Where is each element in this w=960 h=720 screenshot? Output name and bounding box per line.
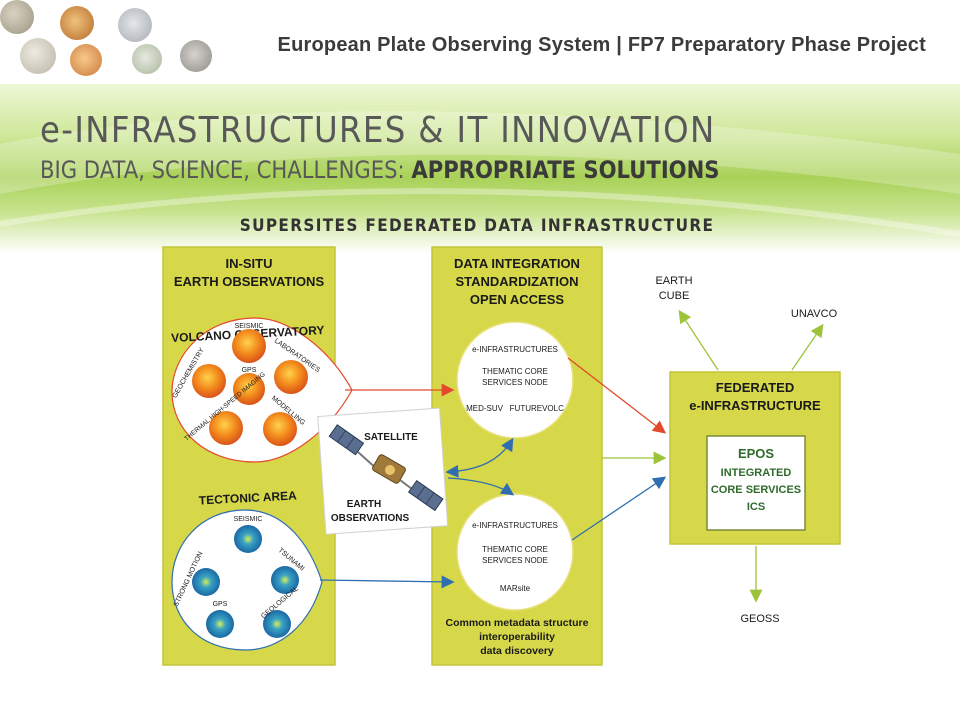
tectonic-gps-node bbox=[206, 610, 234, 638]
integration-footer-line2: interoperability bbox=[479, 631, 555, 643]
federated-heading-line1: FEDERATED bbox=[716, 380, 794, 395]
integration-heading-line2: STANDARDIZATION bbox=[455, 274, 578, 289]
header-photo-thumbnail bbox=[0, 0, 34, 34]
gps-node bbox=[233, 373, 265, 405]
banner-swoosh bbox=[0, 111, 960, 237]
header-bar: European Plate Observing System | FP7 Pr… bbox=[0, 0, 960, 84]
ics-to-unavco-arrow bbox=[791, 323, 824, 371]
integration-footer-line3: data discovery bbox=[480, 645, 554, 657]
node-to-ics-red-arrow bbox=[567, 357, 667, 434]
thermal-imaging-node bbox=[209, 411, 243, 445]
thematic-node-tectonic bbox=[456, 493, 574, 611]
earthcube-label-line1: EARTH bbox=[655, 275, 692, 287]
thematic-node-volcano-line3: SERVICES NODE bbox=[482, 378, 548, 387]
thematic-node-volcano-projects: MED-SUV FUTUREVOLC bbox=[466, 404, 564, 413]
header-photo-thumbnail bbox=[180, 40, 212, 72]
epos-line2: INTEGRATED bbox=[721, 467, 792, 479]
integration-heading-line1: DATA INTEGRATION bbox=[454, 256, 580, 271]
title-banner bbox=[0, 84, 960, 254]
satellite-link-arrow-lower bbox=[447, 477, 515, 496]
slide-subtitle: BIG DATA, SCIENCE, CHALLENGES: APPROPRIA… bbox=[40, 156, 720, 184]
integration-footer-line1: Common metadata structure bbox=[446, 617, 589, 629]
geochemistry-node bbox=[192, 364, 226, 398]
thematic-node-tectonic-line1: e-INFRASTRUCTURES bbox=[472, 521, 558, 530]
epos-line4: ICS bbox=[747, 501, 765, 513]
insitu-heading-line1: IN-SITU bbox=[226, 256, 273, 271]
tectonic-node-label-gps: GPS bbox=[213, 601, 228, 608]
earthcube-label-line2: CUBE bbox=[659, 290, 690, 302]
slide-title: e-INFRASTRUCTURES & IT INNOVATION bbox=[40, 110, 716, 151]
tectonic-seismic-node bbox=[234, 525, 262, 553]
thematic-node-tectonic-project: MARsite bbox=[500, 584, 531, 593]
thematic-node-volcano-line1: e-INFRASTRUCTURES bbox=[472, 345, 558, 354]
satellite-label: SATELLITE bbox=[364, 432, 418, 443]
header-title: European Plate Observing System | FP7 Pr… bbox=[277, 34, 926, 56]
tectonic-to-node-arrow bbox=[319, 575, 455, 589]
unavco-label: UNAVCO bbox=[791, 308, 838, 320]
integration-heading-line3: OPEN ACCESS bbox=[470, 292, 564, 307]
strong-motion-node bbox=[192, 568, 220, 596]
ics-to-earthcube-arrow bbox=[678, 309, 719, 371]
header-photo-thumbnail bbox=[118, 8, 152, 42]
geological-node bbox=[263, 610, 291, 638]
laboratories-node bbox=[274, 360, 308, 394]
header-photo-thumbnail bbox=[20, 38, 56, 74]
satellite-caption-line1: EARTH bbox=[347, 499, 381, 510]
header-photo-thumbnail bbox=[70, 44, 102, 76]
thematic-node-volcano bbox=[456, 321, 574, 439]
tectonic-node-label-seismic: SEISMIC bbox=[234, 516, 263, 523]
thematic-node-tectonic-line2: THEMATIC CORE bbox=[482, 545, 548, 554]
insitu-heading-line2: EARTH OBSERVATIONS bbox=[174, 274, 325, 289]
diagram-title: SUPERSITES FEDERATED DATA INFRASTRUCTURE bbox=[239, 216, 715, 236]
epos-line3: CORE SERVICES bbox=[711, 484, 801, 496]
subtitle-plain: BIG DATA, SCIENCE, CHALLENGES: bbox=[40, 156, 412, 184]
geoss-label: GEOSS bbox=[740, 613, 779, 625]
epos-ics-box bbox=[706, 435, 806, 531]
satellite-icon bbox=[328, 424, 444, 512]
tectonic-area-label: TECTONIC AREA bbox=[198, 488, 297, 507]
tsunami-node bbox=[271, 566, 299, 594]
seismic-sensor-node bbox=[232, 329, 266, 363]
epos-title: EPOS bbox=[738, 446, 774, 461]
subtitle-emphasis: APPROPRIATE SOLUTIONS bbox=[411, 156, 720, 184]
federated-heading-line2: e-INFRASTRUCTURE bbox=[689, 398, 821, 413]
node-to-ics-blue-arrow bbox=[571, 476, 667, 541]
thematic-node-volcano-line2: THEMATIC CORE bbox=[482, 367, 548, 376]
satellite-caption-line2: OBSERVATIONS bbox=[331, 513, 410, 524]
header-photo-thumbnail bbox=[132, 44, 162, 74]
modelling-node bbox=[263, 412, 297, 446]
satellite-link-arrow bbox=[445, 437, 514, 478]
volcano-node-label-seismic: SEISMIC bbox=[235, 323, 264, 330]
header-photo-thumbnail bbox=[60, 6, 94, 40]
thematic-node-tectonic-line3: SERVICES NODE bbox=[482, 556, 548, 565]
volcano-node-label-gps: GPS bbox=[242, 367, 257, 374]
